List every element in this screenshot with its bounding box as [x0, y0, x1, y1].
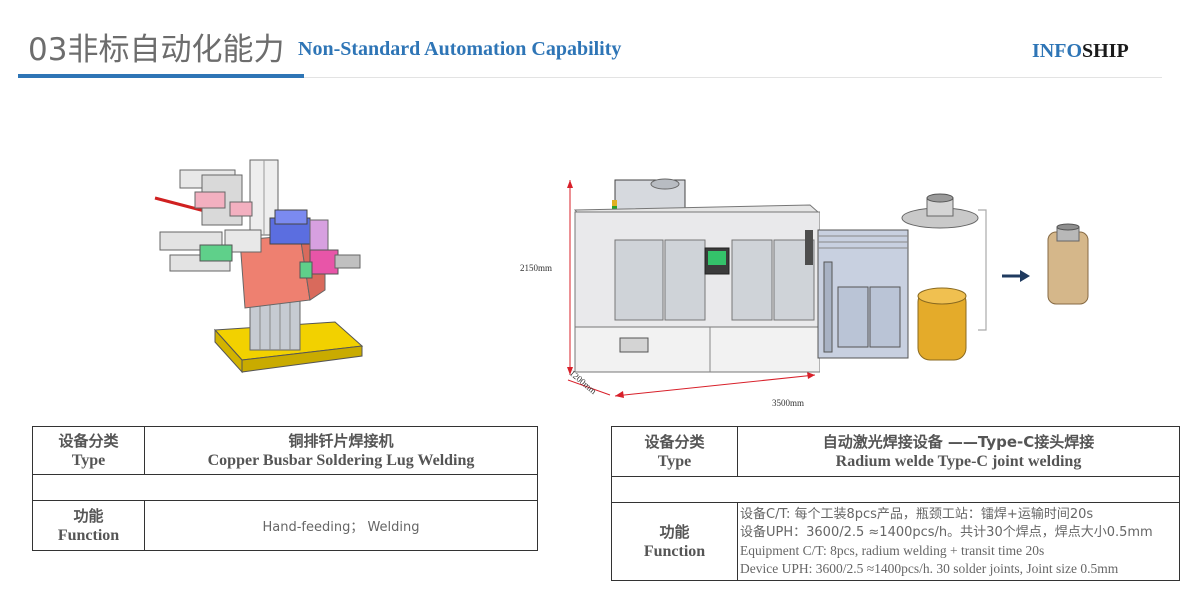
type-value-cell: 自动激光焊接设备 ——Type-C接头焊接 Radium welde Type-…	[737, 426, 1180, 477]
feeder-cabinet-drawing	[816, 222, 912, 367]
type-label-cn: 设备分类	[58, 431, 119, 450]
function-line-1: 设备C/T: 每个工装8pcs产品，瓶颈工站：镭焊+运输时间20s	[740, 506, 1094, 522]
function-label-cell: 功能 Function	[32, 500, 145, 551]
left-spec-table: 设备分类 Type 铜排钎片焊接机 Copper Busbar Solderin…	[32, 426, 538, 551]
type-value-cell: 铜排钎片焊接机 Copper Busbar Soldering Lug Weld…	[144, 426, 538, 475]
function-label-cell: 功能 Function	[611, 502, 738, 581]
type-label-en: Type	[71, 451, 106, 469]
type-label-cn: 设备分类	[644, 432, 705, 451]
brand-logo-part1: INFO	[1032, 40, 1082, 62]
soldering-machine-drawing	[150, 150, 380, 385]
type-c-parts-diagram	[900, 190, 1100, 365]
type-value-en: Copper Busbar Soldering Lug Welding	[207, 451, 475, 469]
function-value: Hand-feeding； Welding	[262, 520, 420, 535]
right-spec-table: 设备分类 Type 自动激光焊接设备 ——Type-C接头焊接 Radium w…	[611, 426, 1180, 581]
type-value-cn: 铜排钎片焊接机	[288, 431, 394, 450]
empty-row	[32, 474, 538, 501]
page-title-cn: 03非标自动化能力	[28, 32, 285, 68]
empty-row	[611, 476, 1180, 503]
function-label-en: Function	[57, 526, 120, 544]
function-label-en: Function	[643, 542, 706, 560]
type-label-en: Type	[657, 452, 692, 470]
type-label-cell: 设备分类 Type	[32, 426, 145, 475]
type-label-cell: 设备分类 Type	[611, 426, 738, 477]
type-value-cn: 自动激光焊接设备 ——Type-C接头焊接	[822, 432, 1095, 451]
brand-logo: INFOSHIP	[1032, 40, 1129, 63]
function-line-2: 设备UPH：3600/2.5 ≈1400pcs/h。共计30个焊点，焊点大小0.…	[740, 524, 1153, 540]
type-value-en: Radium welde Type-C joint welding	[835, 452, 1082, 470]
function-value-cell: 设备C/T: 每个工装8pcs产品，瓶颈工站：镭焊+运输时间20s 设备UPH：…	[737, 502, 1180, 581]
dimension-height-label: 2150mm	[520, 263, 553, 273]
function-value-cell: Hand-feeding； Welding	[144, 500, 538, 551]
laser-welding-machine-drawing	[560, 160, 820, 405]
dimension-width-label: 3500mm	[772, 398, 805, 408]
title-divider	[304, 77, 1162, 78]
function-label-cn: 功能	[73, 506, 104, 525]
brand-logo-part2: SHIP	[1082, 40, 1129, 62]
function-label-cn: 功能	[659, 522, 690, 541]
title-accent-bar	[18, 74, 304, 78]
function-line-4: Device UPH: 3600/2.5 ≈1400pcs/h. 30 sold…	[740, 560, 1119, 576]
page-title-en: Non-Standard Automation Capability	[298, 38, 622, 60]
function-line-3: Equipment C/T: 8pcs, radium welding + tr…	[740, 542, 1045, 558]
